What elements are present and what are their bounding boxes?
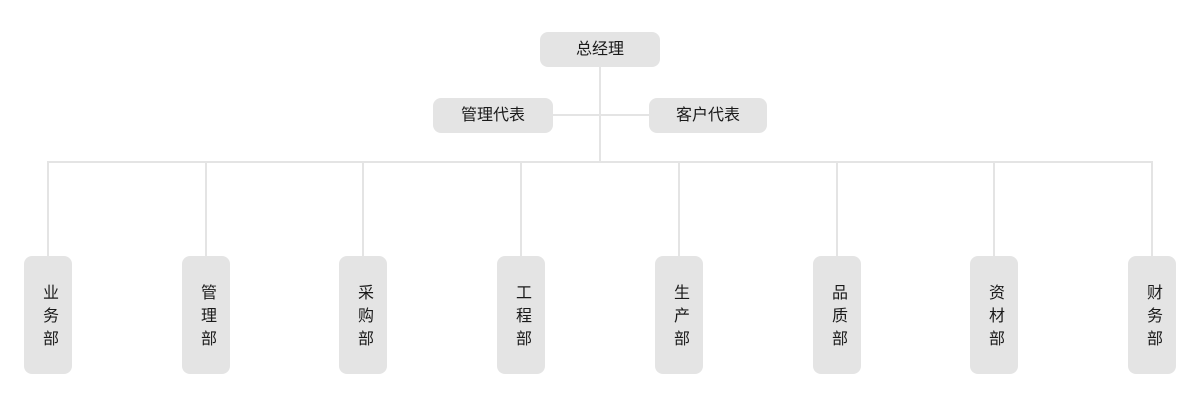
node-purchasing-dept: 采购部 [339,256,387,374]
node-business-dept-label: 业务部 [40,284,57,353]
dept-drop-connector [1151,161,1153,256]
dept-drop-connector [678,161,680,256]
node-purchasing-dept-label: 采购部 [355,284,372,353]
dept-drop-connector [362,161,364,256]
node-quality-dept-label: 品质部 [829,284,846,353]
node-engineering-dept-label: 工程部 [513,284,530,353]
node-management-dept: 管理部 [182,256,230,374]
node-materials-dept-label: 资材部 [986,284,1003,353]
node-production-dept-label: 生产部 [671,284,688,353]
node-customer-representative: 客户代表 [649,98,767,133]
node-business-dept: 业务部 [24,256,72,374]
node-general-manager: 总经理 [540,32,660,67]
node-finance-dept: 财务部 [1128,256,1176,374]
dept-drop-connector [836,161,838,256]
node-general-manager-label: 总经理 [575,40,624,58]
node-management-representative-label: 管理代表 [460,106,525,124]
connector-customer-rep [600,114,649,116]
dept-drop-connector [520,161,522,256]
connector-management-rep [553,114,600,116]
node-production-dept: 生产部 [655,256,703,374]
node-finance-dept-label: 财务部 [1144,284,1161,353]
dept-drop-connector [993,161,995,256]
node-management-dept-label: 管理部 [198,284,215,353]
node-management-representative: 管理代表 [433,98,553,133]
node-engineering-dept: 工程部 [497,256,545,374]
node-customer-representative-label: 客户代表 [675,106,740,124]
connector-departments-rail [47,161,1153,163]
dept-drop-connector [205,161,207,256]
dept-drop-connector [47,161,49,256]
node-materials-dept: 资材部 [970,256,1018,374]
node-quality-dept: 品质部 [813,256,861,374]
